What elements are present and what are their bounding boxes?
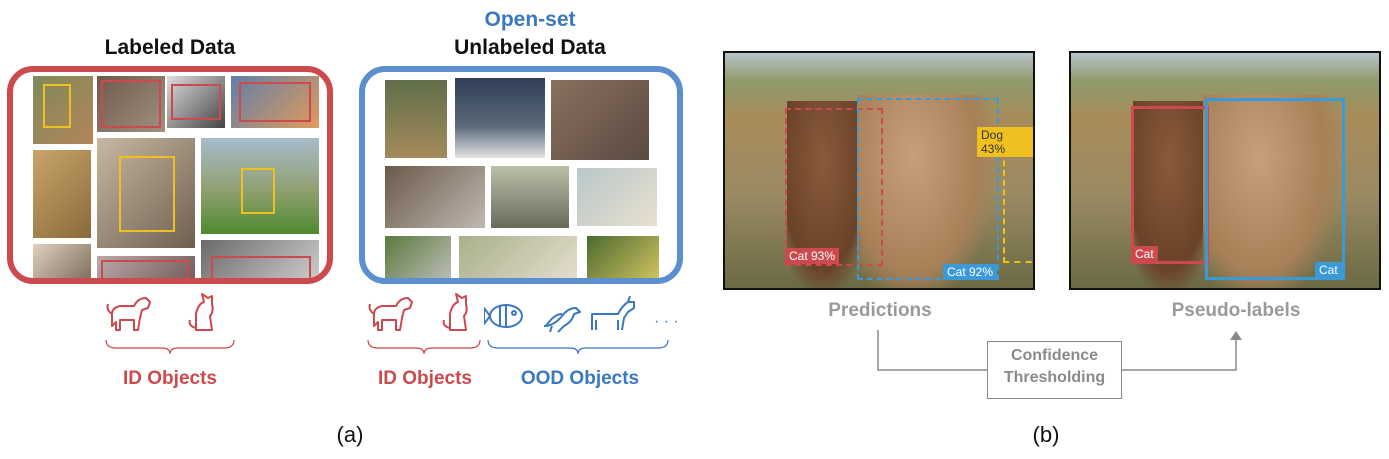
confidence-line-2: Thresholding: [1003, 369, 1106, 386]
id-bracket-left: [105, 339, 235, 355]
open-set-title: Open-set: [484, 8, 576, 31]
photo-elephant: [491, 166, 569, 228]
pred-box-cat-blue: [857, 98, 999, 280]
unlabeled-data-title: Unlabeled Data: [454, 36, 606, 59]
pseudo-box-cat-red: [1131, 106, 1209, 264]
ood-ellipsis: · · ·: [654, 313, 679, 330]
labeled-data-frame: [7, 66, 333, 284]
predictions-label: Predictions: [828, 300, 932, 321]
id-bracket-right: [367, 339, 481, 355]
id-objects-graphic-right: [367, 293, 481, 355]
photo-dog-1: [33, 76, 93, 144]
ood-objects-graphic: · · ·: [484, 295, 679, 355]
arrow-up-icon: [1230, 331, 1242, 340]
photo-dog-2: [33, 150, 91, 238]
pred-tag-dog: Dog 43%: [977, 127, 1033, 157]
labeled-data-title: Labeled Data: [104, 36, 236, 59]
goat-icon: [591, 295, 635, 331]
photo-zebra: [385, 236, 451, 278]
ood-bracket: [487, 339, 669, 355]
photo-fish: [577, 168, 657, 226]
pred-tag-cat-blue: Cat 92%: [943, 264, 998, 280]
dog-icon: [368, 297, 413, 331]
photo-cat-3: [231, 76, 319, 128]
id-objects-label-left: ID Objects: [123, 368, 217, 389]
photo-dog-3: [97, 138, 195, 248]
cat-icon: [442, 293, 468, 331]
predictions-image: Cat 93% Cat 92% Dog 43%: [723, 51, 1035, 290]
pseudo-labels-image: Cat Cat: [1069, 51, 1381, 290]
photo-dog-4: [201, 138, 319, 234]
photo-dog-boat: [455, 78, 545, 158]
caption-a: (a): [336, 422, 364, 447]
fish-icon: [484, 304, 523, 328]
pred-tag-cat-red: Cat 93%: [785, 248, 840, 264]
photo-bird: [551, 80, 649, 160]
pred-box-cat-red: [785, 108, 883, 266]
photo-cat-5: [201, 240, 319, 278]
cat-icon: [188, 293, 214, 331]
pseudo-box-cat-blue: [1205, 98, 1345, 280]
caption-b: (b): [1032, 422, 1060, 447]
id-objects-label-right: ID Objects: [378, 368, 472, 389]
dog-icon: [106, 297, 151, 331]
unlabeled-data-frame: [359, 66, 683, 284]
photo-cats-sleeping: [385, 166, 485, 228]
photo-cat-4: [97, 256, 195, 278]
photo-goat: [459, 236, 577, 278]
photo-cat-2: [167, 76, 225, 128]
photo-cats-1: [97, 76, 165, 132]
pred-box-dog: [1003, 141, 1033, 263]
photo-songbird: [587, 236, 659, 278]
confidence-line-1: Confidence: [1010, 347, 1099, 364]
photo-giraffes: [385, 80, 447, 158]
thresholding-connector: [877, 330, 1242, 371]
ood-objects-label: OOD Objects: [520, 368, 640, 389]
pseudo-tag-cat-red: Cat: [1131, 246, 1158, 262]
id-objects-graphic-left: [105, 293, 235, 355]
pseudo-labels-label: Pseudo-labels: [1171, 300, 1301, 321]
bird-icon: [543, 307, 581, 333]
pseudo-tag-cat-blue: Cat: [1315, 262, 1342, 278]
photo-dog-5: [33, 244, 91, 278]
confidence-thresholding-box: Confidence Thresholding: [987, 341, 1122, 399]
